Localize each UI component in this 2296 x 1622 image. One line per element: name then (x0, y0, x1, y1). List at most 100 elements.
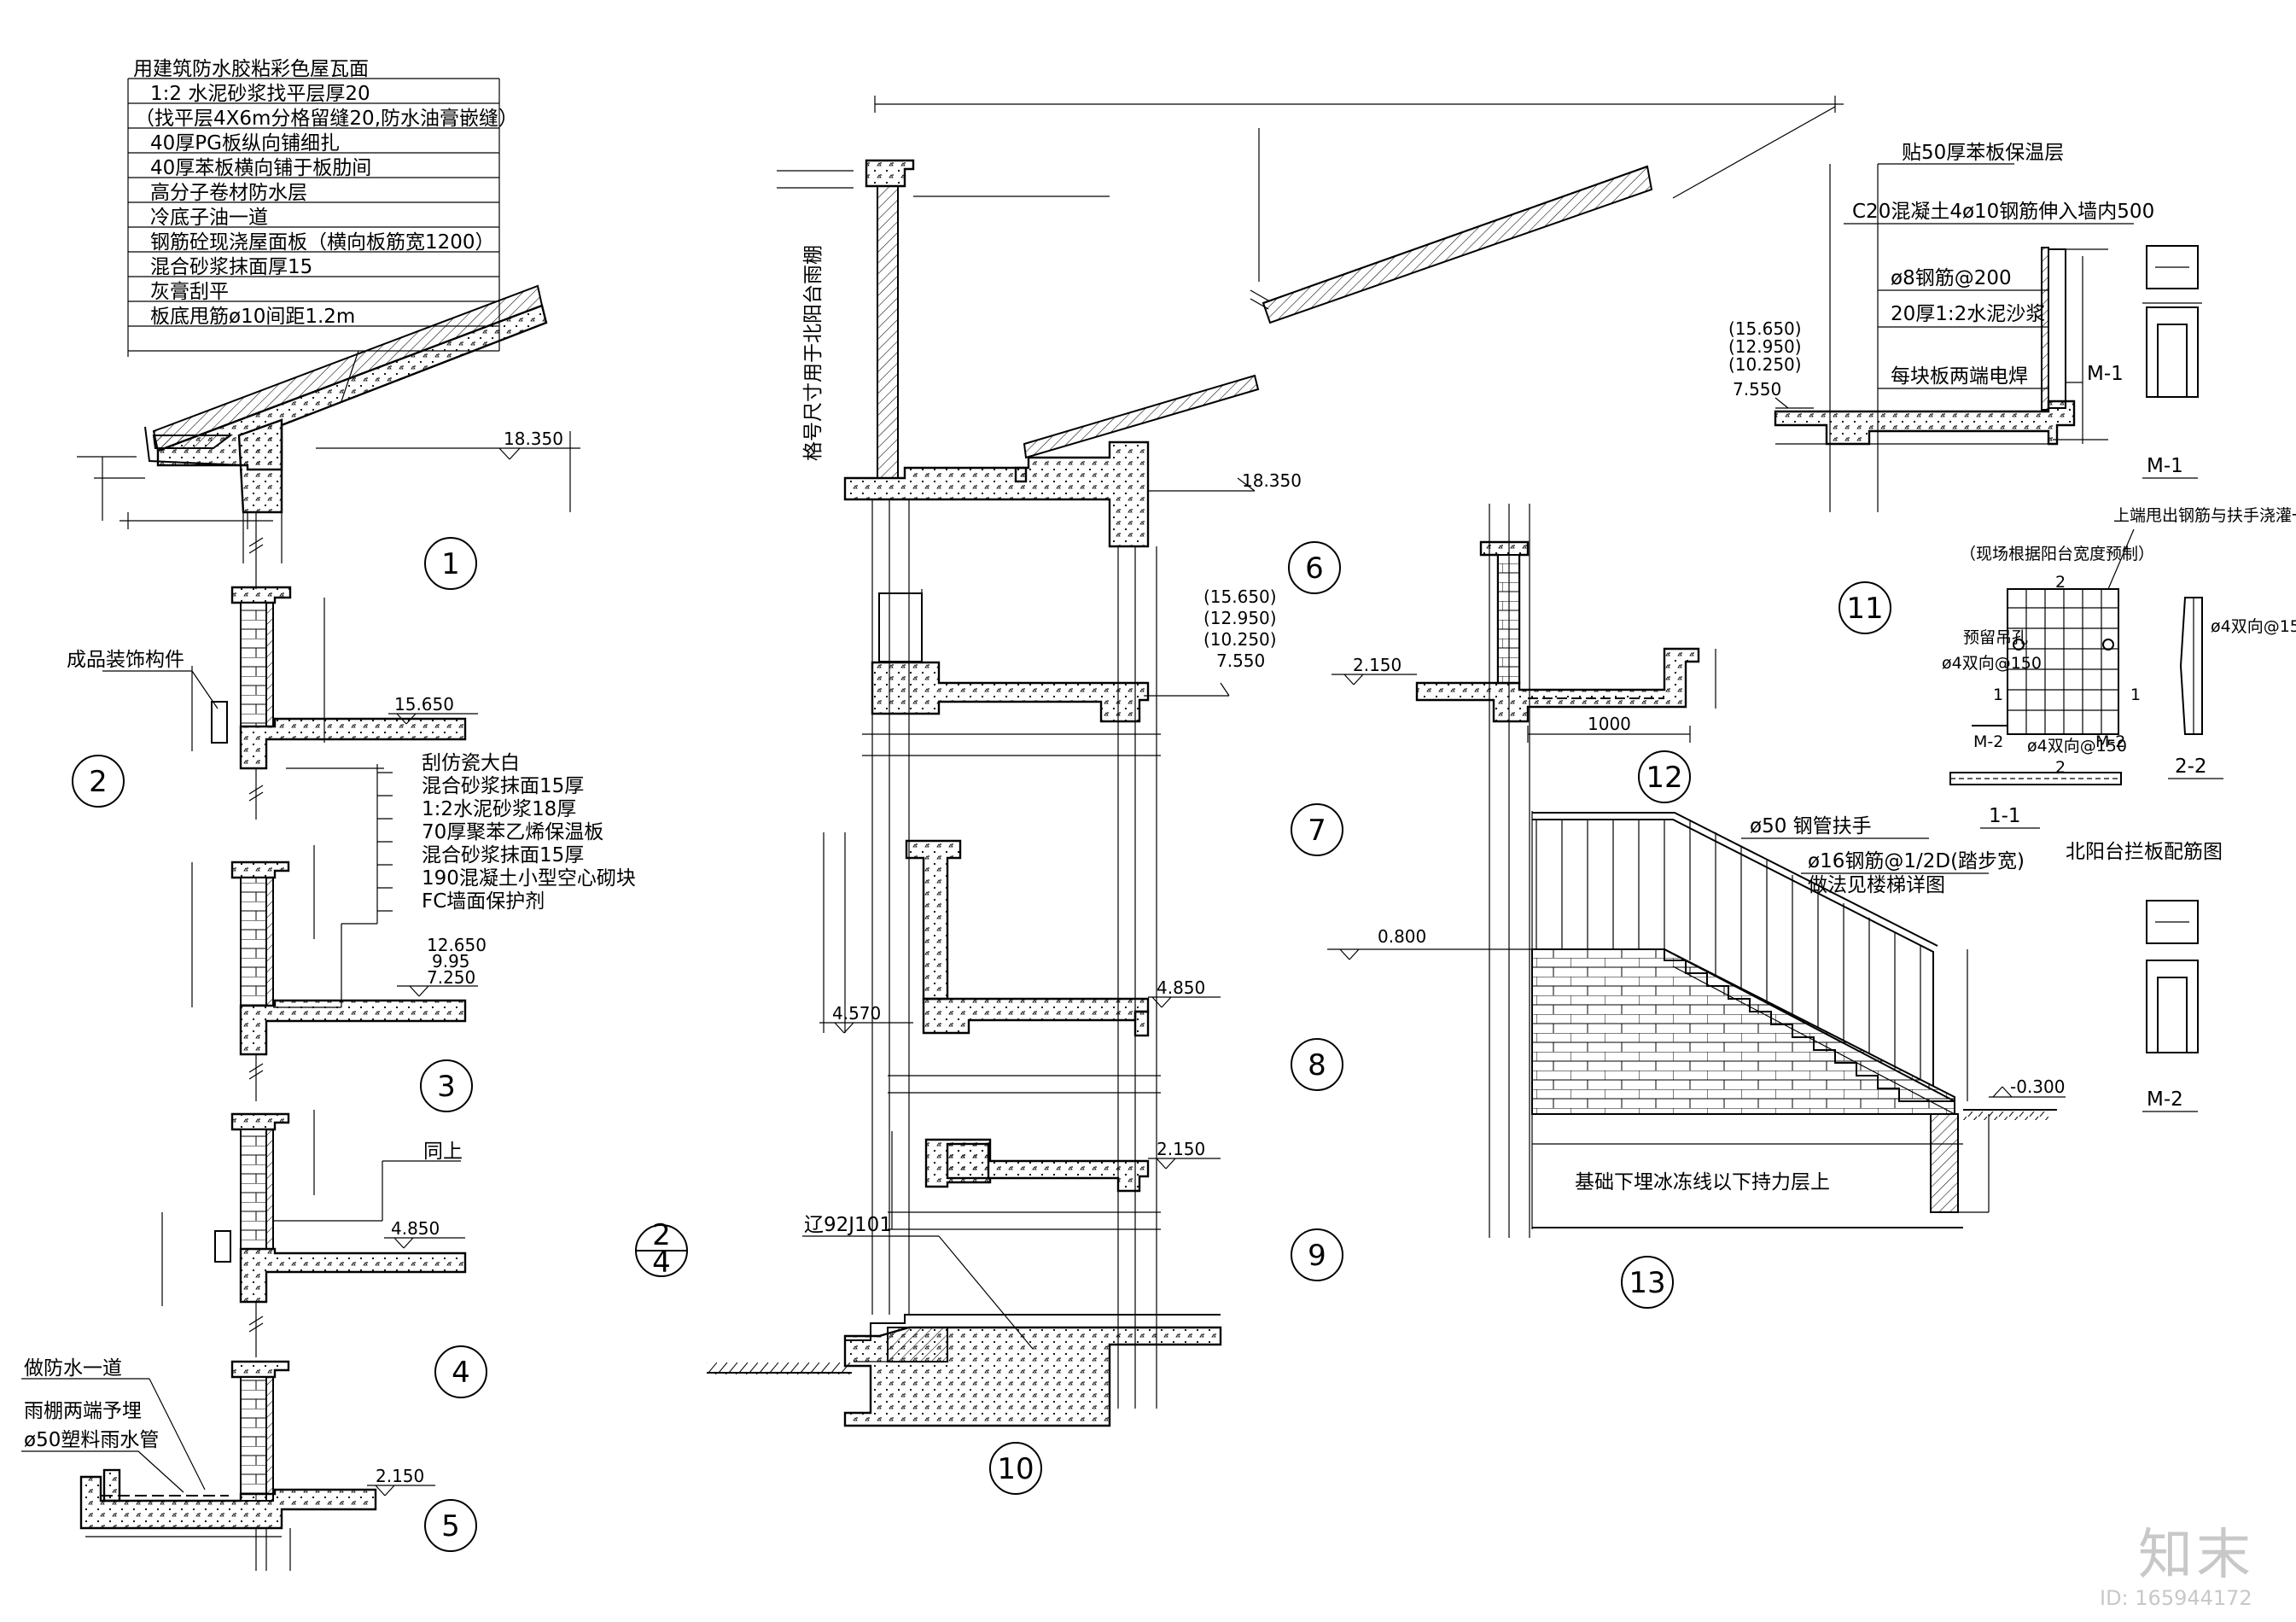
detail1-layer-4: 40厚苯板横向铺于板肋间 (150, 157, 371, 179)
detail2-callout: 成品装饰构件 (67, 649, 184, 671)
detail11-elevation-1: (12.950) (1728, 336, 1802, 357)
detail13-number: 13 (1629, 1266, 1665, 1300)
detail11-note-3: 20厚1:2水泥沙浆 (1891, 303, 2045, 325)
detail13-elevation-1: -0.300 (2010, 1076, 2065, 1097)
detail1-number: 1 (441, 547, 460, 581)
detail11-m1-section: M-1 (2142, 245, 2202, 479)
detail1-layer-3: 40厚PG板纵向铺细扎 (150, 132, 340, 155)
detail6-number: 6 (1305, 551, 1324, 586)
detail3-layer-2: 1:2水泥砂浆18厚 (422, 798, 576, 820)
detail5-number-badge: 5 (424, 1499, 477, 1552)
detail1-layer-2: （找平层4X6m分格留缝20,防水油膏嵌缝） (135, 108, 518, 130)
detail12-number: 12 (1646, 761, 1682, 795)
detail11-note-2: ø8钢筋@200 (1891, 267, 2012, 289)
detail11-section-m2-right: M-2 (2095, 732, 2125, 751)
detail2-number: 2 (89, 765, 108, 799)
detail12-dimension: 1000 (1588, 714, 1631, 734)
detail5-number: 5 (441, 1509, 460, 1543)
detail5-callout-0: 做防水一道 (24, 1357, 122, 1380)
detail9-number-badge: 9 (1291, 1228, 1343, 1281)
detail3-layer-list: 刮仿瓷大白 混合砂浆抹面15厚 1:2水泥砂浆18厚 70厚聚苯乙烯保温板 混合… (273, 752, 636, 1008)
detail3-elevation-0: 12.650 (427, 935, 487, 955)
detail11-number-badge: 11 (1839, 581, 1891, 634)
detail1-layer-1: 1:2 水泥砂浆找平层厚20 (150, 83, 370, 105)
detail11-plate-note-0: 上端甩出钢筋与扶手浇灌一起 (2113, 506, 2296, 525)
detail12-elevation: 2.150 (1353, 655, 1401, 675)
detail7-number-badge: 7 (1291, 803, 1343, 856)
detail11-m1-callout: M-1 (2087, 363, 2124, 385)
detail5-elevation: 2.150 (376, 1466, 424, 1486)
detail-4: 同上 4.850 4 (161, 1110, 487, 1398)
watermark-logo: 知末 (2138, 1524, 2254, 1587)
detail4-callout: 同上 (423, 1141, 463, 1163)
detail-8: 4.850 4.570 8 (819, 832, 1343, 1094)
detail3-elevation-2: 7.250 (427, 967, 475, 988)
detail3-layer-0: 刮仿瓷大白 (422, 752, 520, 774)
detail10-callout: 辽92J101 (804, 1214, 892, 1236)
detail7-elevation-0: (15.650) (1203, 586, 1277, 607)
detail11-m1-label: M-1 (2147, 455, 2183, 477)
detail6-vertical-note: 格号尺寸用于北阳台雨棚 (802, 245, 825, 461)
detail2-elevation: 15.650 (394, 694, 454, 715)
detail11-section-mark-2b: 2 (2055, 758, 2066, 777)
detail8-elevation-1: 4.570 (832, 1003, 881, 1024)
detail11-plate-note-1: （现场根据阳台宽度预制） (1960, 545, 2154, 563)
detail3-number-badge: 3 (420, 1059, 473, 1112)
detail1-layer-6: 冷底子油一道 (150, 207, 268, 229)
detail11-plate-note-5: ø4双向@150 (2211, 617, 2296, 636)
detail10-ref-bottom: 4 (652, 1246, 671, 1280)
detail-10: 辽92J101 2 4 10 (635, 1214, 1222, 1495)
detail11-section-mark-1b: 1 (2130, 686, 2141, 704)
detail13-note-3: 基础下埋冰冻线以下持力层上 (1575, 1171, 1830, 1193)
detail3-layer-4: 混合砂浆抹面15厚 (422, 844, 584, 866)
detail2-number-badge: 2 (72, 755, 125, 808)
detail9-elevation: 2.150 (1157, 1139, 1205, 1159)
detail11-elevation-3: 7.550 (1733, 379, 1781, 400)
detail6-number-badge: 6 (1288, 541, 1341, 594)
detail-3: 刮仿瓷大白 混合砂浆抹面15厚 1:2水泥砂浆18厚 70厚聚苯乙烯保温板 混合… (191, 752, 636, 1112)
detail-7: (15.650) (12.950) (10.250) 7.550 7 (862, 586, 1343, 856)
detail8-number: 8 (1308, 1048, 1326, 1082)
detail11-plate-note-3: ø4双向@150 (1942, 654, 2042, 673)
detail3-elevation-1: 9.95 (432, 951, 470, 971)
detail-5: 做防水一道 雨棚两端予埋 ø50塑料雨水管 2.150 5 (21, 1357, 477, 1571)
detail1-layer-0: 用建筑防水胶粘彩色屋瓦面 (133, 58, 369, 80)
detail3-layer-5: 190混凝土小型空心砌块 (422, 867, 636, 890)
detail5-callout-2: ø50塑料雨水管 (24, 1429, 159, 1451)
detail1-layer-7: 钢筋砼现浇屋面板（横向板筋宽1200） (150, 231, 495, 254)
detail1-roof-section: 18.350 (77, 284, 580, 563)
detail11-plate-note-4: ø4双向@150 (2027, 737, 2127, 756)
detail7-elevation-3: 7.550 (1216, 651, 1265, 671)
detail8-elevation-0: 4.850 (1157, 977, 1205, 998)
detail11-number: 11 (1846, 592, 1883, 626)
detail3-layer-3: 70厚聚苯乙烯保温板 (422, 821, 603, 843)
detail9-number: 9 (1308, 1239, 1326, 1273)
detail10-ref-top: 2 (652, 1218, 671, 1252)
detail3-number: 3 (437, 1070, 456, 1104)
detail3-layer-1: 混合砂浆抹面15厚 (422, 775, 584, 797)
detail11-section-mark-1a: 1 (1993, 686, 2003, 704)
detail13-elevation-0: 0.800 (1378, 926, 1426, 947)
detail11-section-2-2: 2-2 (2175, 756, 2207, 778)
detail1-elevation: 18.350 (504, 429, 563, 449)
detail-12: 1000 2.150 12 (1332, 504, 1716, 1238)
detail4-number-badge: 4 (434, 1345, 487, 1398)
detail-11: 贴50厚苯板保温层 C20混凝土4ø10钢筋伸入墙内500 ø8钢筋@200 2… (1728, 142, 2296, 1112)
detail-6: 18.350 格号尺寸用于北阳台雨棚 6 (777, 96, 1844, 1409)
detail7-elevation-2: (10.250) (1203, 629, 1277, 650)
detail11-section-mark-2a: 2 (2055, 573, 2066, 592)
detail11-note-1: C20混凝土4ø10钢筋伸入墙内500 (1852, 201, 2154, 223)
detail11-m2-section: M-2 (2142, 900, 2199, 1112)
detail11-plate-note-2: 预留吊孔 (1963, 628, 2028, 647)
detail-1: 用建筑防水胶粘彩色屋瓦面 1:2 水泥砂浆找平层厚20 （找平层4X6m分格留缝… (77, 58, 580, 590)
detail13-note-2: 做法见楼梯详图 (1808, 874, 1945, 896)
detail10-number: 10 (997, 1452, 1034, 1486)
detail11-section-1-1: 1-1 (1989, 805, 2021, 827)
detail5-callout-1: 雨棚两端予埋 (24, 1400, 142, 1422)
detail1-layer-10: 板底甩筋ø10间距1.2m (150, 306, 355, 328)
detail7-elevation-1: (12.950) (1203, 608, 1277, 628)
detail11-note-0: 贴50厚苯板保温层 (1902, 142, 2064, 164)
detail10-number-badge: 10 (989, 1442, 1042, 1495)
detail4-elevation: 4.850 (391, 1218, 440, 1239)
